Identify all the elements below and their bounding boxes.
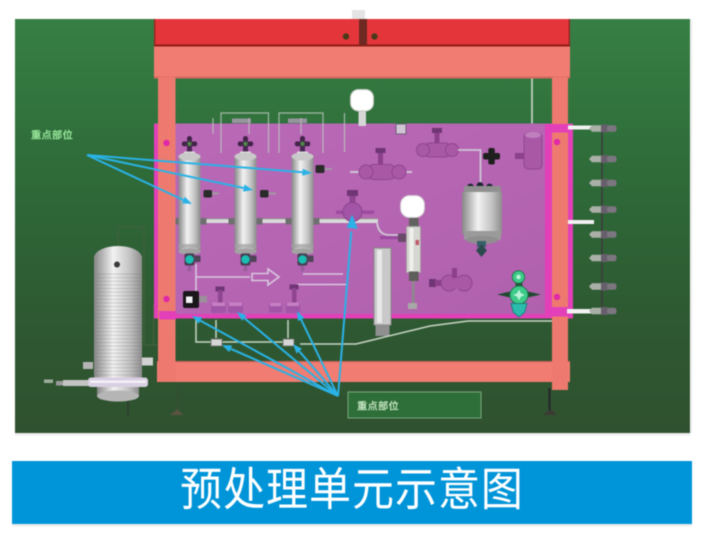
svg-text:预处理单元示意图: 预处理单元示意图	[180, 452, 524, 519]
svg-text:重点部位: 重点部位	[357, 398, 399, 413]
svg-text:重点部位: 重点部位	[31, 127, 73, 142]
